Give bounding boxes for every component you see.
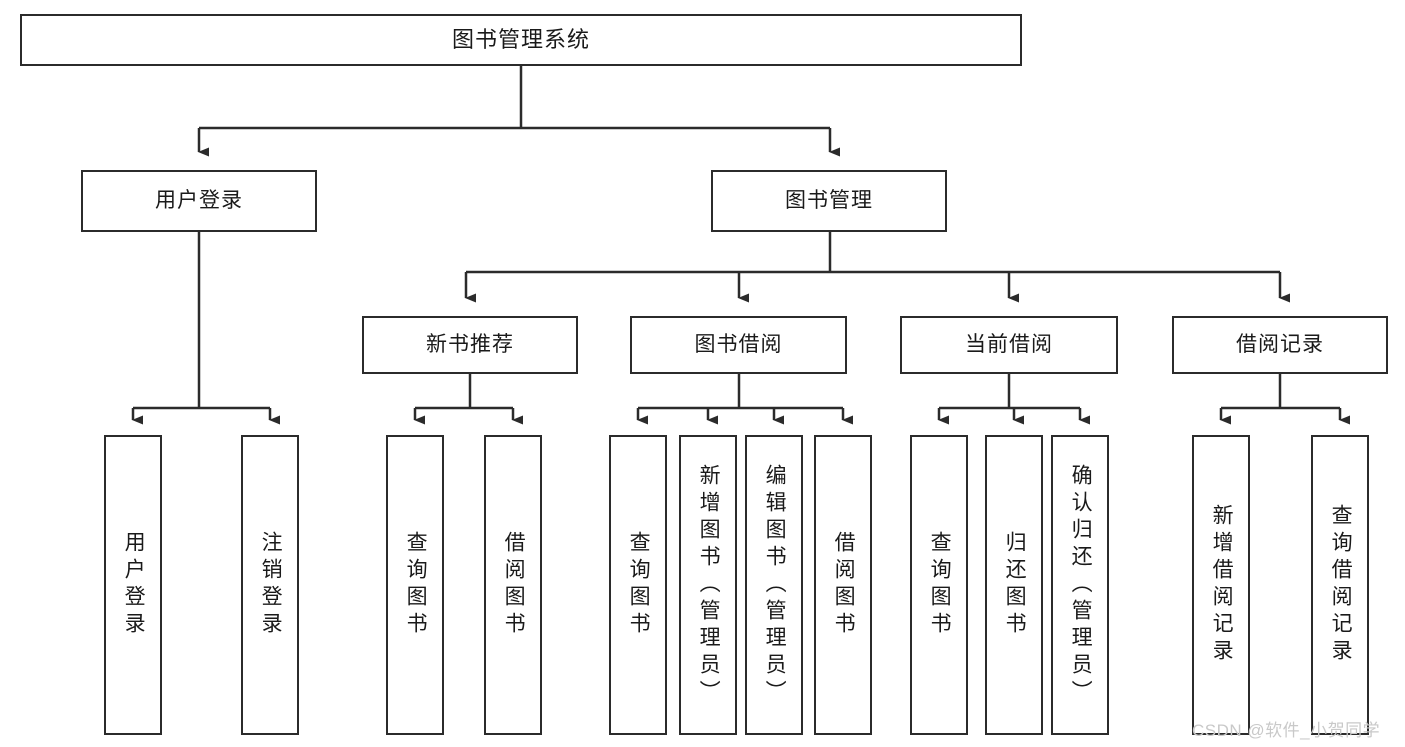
- node-new-book-recommend[interactable]: 新书推荐: [362, 316, 578, 374]
- node-label: 借阅图书: [832, 531, 856, 639]
- node-leaf-query-book-1[interactable]: 查询图书: [386, 435, 444, 735]
- node-leaf-user-login[interactable]: 用户登录: [104, 435, 162, 735]
- node-leaf-query-book-2[interactable]: 查询图书: [609, 435, 667, 735]
- node-root-system[interactable]: 图书管理系统: [20, 14, 1022, 66]
- node-label: 用户登录: [122, 531, 146, 639]
- csdn-watermark: CSDN @软件_小贺同学: [1192, 721, 1381, 740]
- node-label: 归还图书: [1003, 531, 1027, 639]
- node-label: 新增图书（管理员）: [697, 463, 721, 707]
- connector-root-to-level2: [197, 66, 840, 157]
- node-label: 借阅图书: [502, 531, 526, 639]
- node-label: 图书借阅: [694, 333, 783, 357]
- node-current-borrow[interactable]: 当前借阅: [900, 316, 1118, 374]
- node-label: 当前借阅: [965, 333, 1053, 357]
- node-label: 确认归还（管理员）: [1069, 463, 1093, 707]
- node-book-borrow[interactable]: 图书借阅: [630, 316, 847, 374]
- connector-borrowrecord-to-leaves: [1219, 374, 1350, 425]
- node-leaf-borrow-book-1[interactable]: 借阅图书: [484, 435, 542, 735]
- node-leaf-add-record[interactable]: 新增借阅记录: [1192, 435, 1250, 735]
- node-label: 查询图书: [627, 531, 651, 639]
- node-label: 新增借阅记录: [1210, 504, 1234, 666]
- connector-userlogin-to-leaves: [131, 232, 280, 425]
- node-label: 借阅记录: [1236, 333, 1324, 357]
- node-user-login[interactable]: 用户登录: [81, 170, 317, 232]
- node-label: 图书管理系统: [451, 26, 590, 52]
- node-label: 图书管理: [785, 189, 873, 213]
- connector-bookmgmt-to-level3: [464, 232, 1290, 303]
- node-leaf-query-book-3[interactable]: 查询图书: [910, 435, 968, 735]
- node-label: 用户登录: [155, 189, 243, 213]
- node-leaf-edit-book[interactable]: 编辑图书（管理员）: [745, 435, 803, 735]
- node-leaf-add-book[interactable]: 新增图书（管理员）: [679, 435, 737, 735]
- node-book-management[interactable]: 图书管理: [711, 170, 947, 232]
- node-leaf-logout[interactable]: 注销登录: [241, 435, 299, 735]
- node-label: 新书推荐: [426, 333, 514, 357]
- node-label: 查询图书: [928, 531, 952, 639]
- connector-newbook-to-leaves: [413, 374, 523, 425]
- node-leaf-borrow-book-2[interactable]: 借阅图书: [814, 435, 872, 735]
- node-label: 查询借阅记录: [1329, 504, 1353, 666]
- node-leaf-confirm-return[interactable]: 确认归还（管理员）: [1051, 435, 1109, 735]
- connector-currentborrow-to-leaves: [937, 374, 1090, 425]
- node-label: 编辑图书（管理员）: [763, 463, 787, 707]
- node-leaf-return-book[interactable]: 归还图书: [985, 435, 1043, 735]
- node-leaf-query-record[interactable]: 查询借阅记录: [1311, 435, 1369, 735]
- node-label: 注销登录: [259, 531, 283, 639]
- connector-bookborrow-to-leaves: [636, 374, 853, 425]
- node-borrow-record[interactable]: 借阅记录: [1172, 316, 1388, 374]
- node-label: 查询图书: [404, 531, 428, 639]
